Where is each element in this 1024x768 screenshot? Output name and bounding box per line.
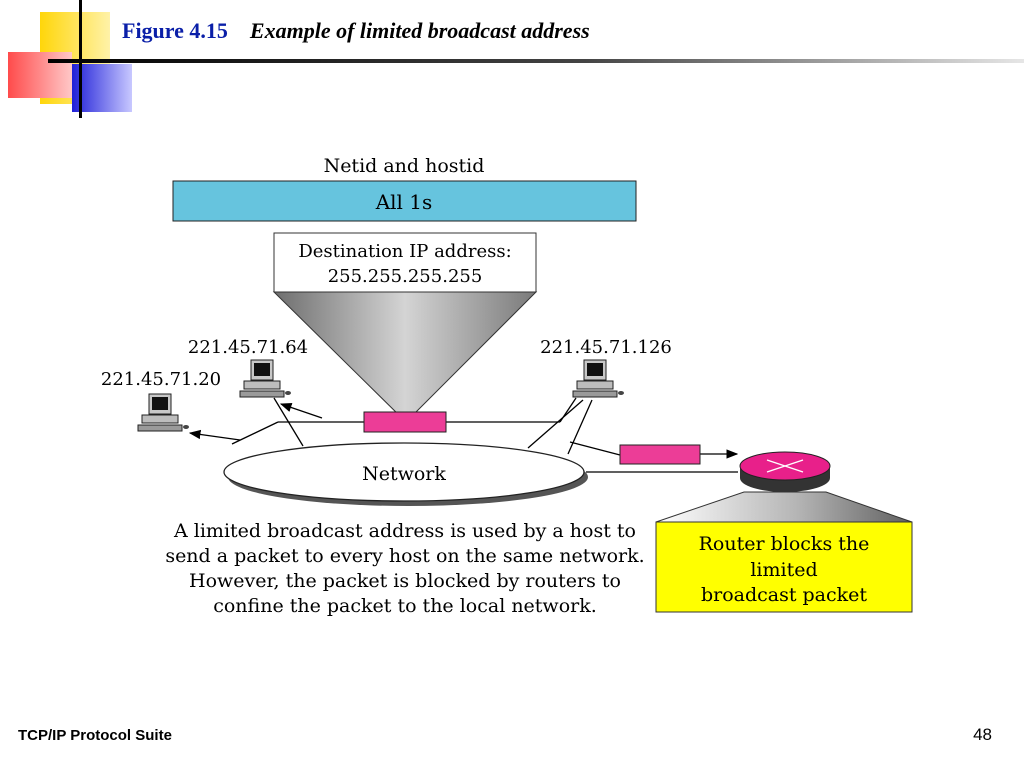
title-rule — [48, 59, 1024, 63]
figure-caption: Example of limited broadcast address — [249, 18, 590, 43]
router-cross-b — [766, 459, 804, 473]
network-ellipse — [223, 442, 585, 502]
destination-line2: 255.255.255.255 — [328, 266, 483, 287]
arrow-to-host-left — [188, 429, 241, 441]
link-right-host-b — [527, 399, 584, 449]
arrow-to-host-top — [279, 402, 323, 419]
host-label-126: 221.45.71.126 — [540, 337, 672, 358]
description-line4: confine the packet to the local network. — [213, 595, 597, 617]
computer-icon — [239, 359, 291, 398]
network-label: Network — [362, 463, 446, 485]
link-left-host-top — [273, 397, 304, 447]
router-note-line2: limited — [750, 559, 817, 581]
field-label: Netid and hostid — [324, 155, 485, 177]
destination-box — [273, 232, 537, 293]
router-note-box — [655, 521, 913, 613]
host-label-64: 221.45.71.64 — [188, 337, 308, 358]
blocked-packet — [619, 444, 701, 465]
figure-number: Figure 4.15 — [122, 18, 228, 43]
slide-title: Figure 4.15 Example of limited broadcast … — [122, 18, 590, 44]
destination-line1: Destination IP address: — [298, 241, 511, 262]
decor-blue-block — [72, 64, 132, 112]
description-line2: send a packet to every host on the same … — [165, 545, 644, 567]
router-note-cone — [655, 491, 913, 523]
description-line1: A limited broadcast address is used by a… — [173, 520, 636, 542]
destination-cone — [272, 291, 538, 423]
computer-icon — [572, 359, 624, 398]
field-value: All 1s — [375, 190, 433, 214]
link-left-a — [231, 421, 279, 445]
link-right-host-c — [567, 399, 593, 455]
page-number: 48 — [973, 725, 992, 744]
computer-icon — [137, 393, 189, 432]
broadcast-packet — [363, 411, 447, 433]
link-router-down — [569, 441, 621, 456]
router-note-line1: Router blocks the — [699, 533, 870, 555]
all-ones-field — [172, 180, 637, 222]
host-label-20: 221.45.71.20 — [101, 369, 221, 390]
description-line3: However, the packet is blocked by router… — [189, 570, 621, 592]
footer-suite-name: TCP/IP Protocol Suite — [18, 727, 172, 744]
router-note-line3: broadcast packet — [701, 584, 867, 606]
